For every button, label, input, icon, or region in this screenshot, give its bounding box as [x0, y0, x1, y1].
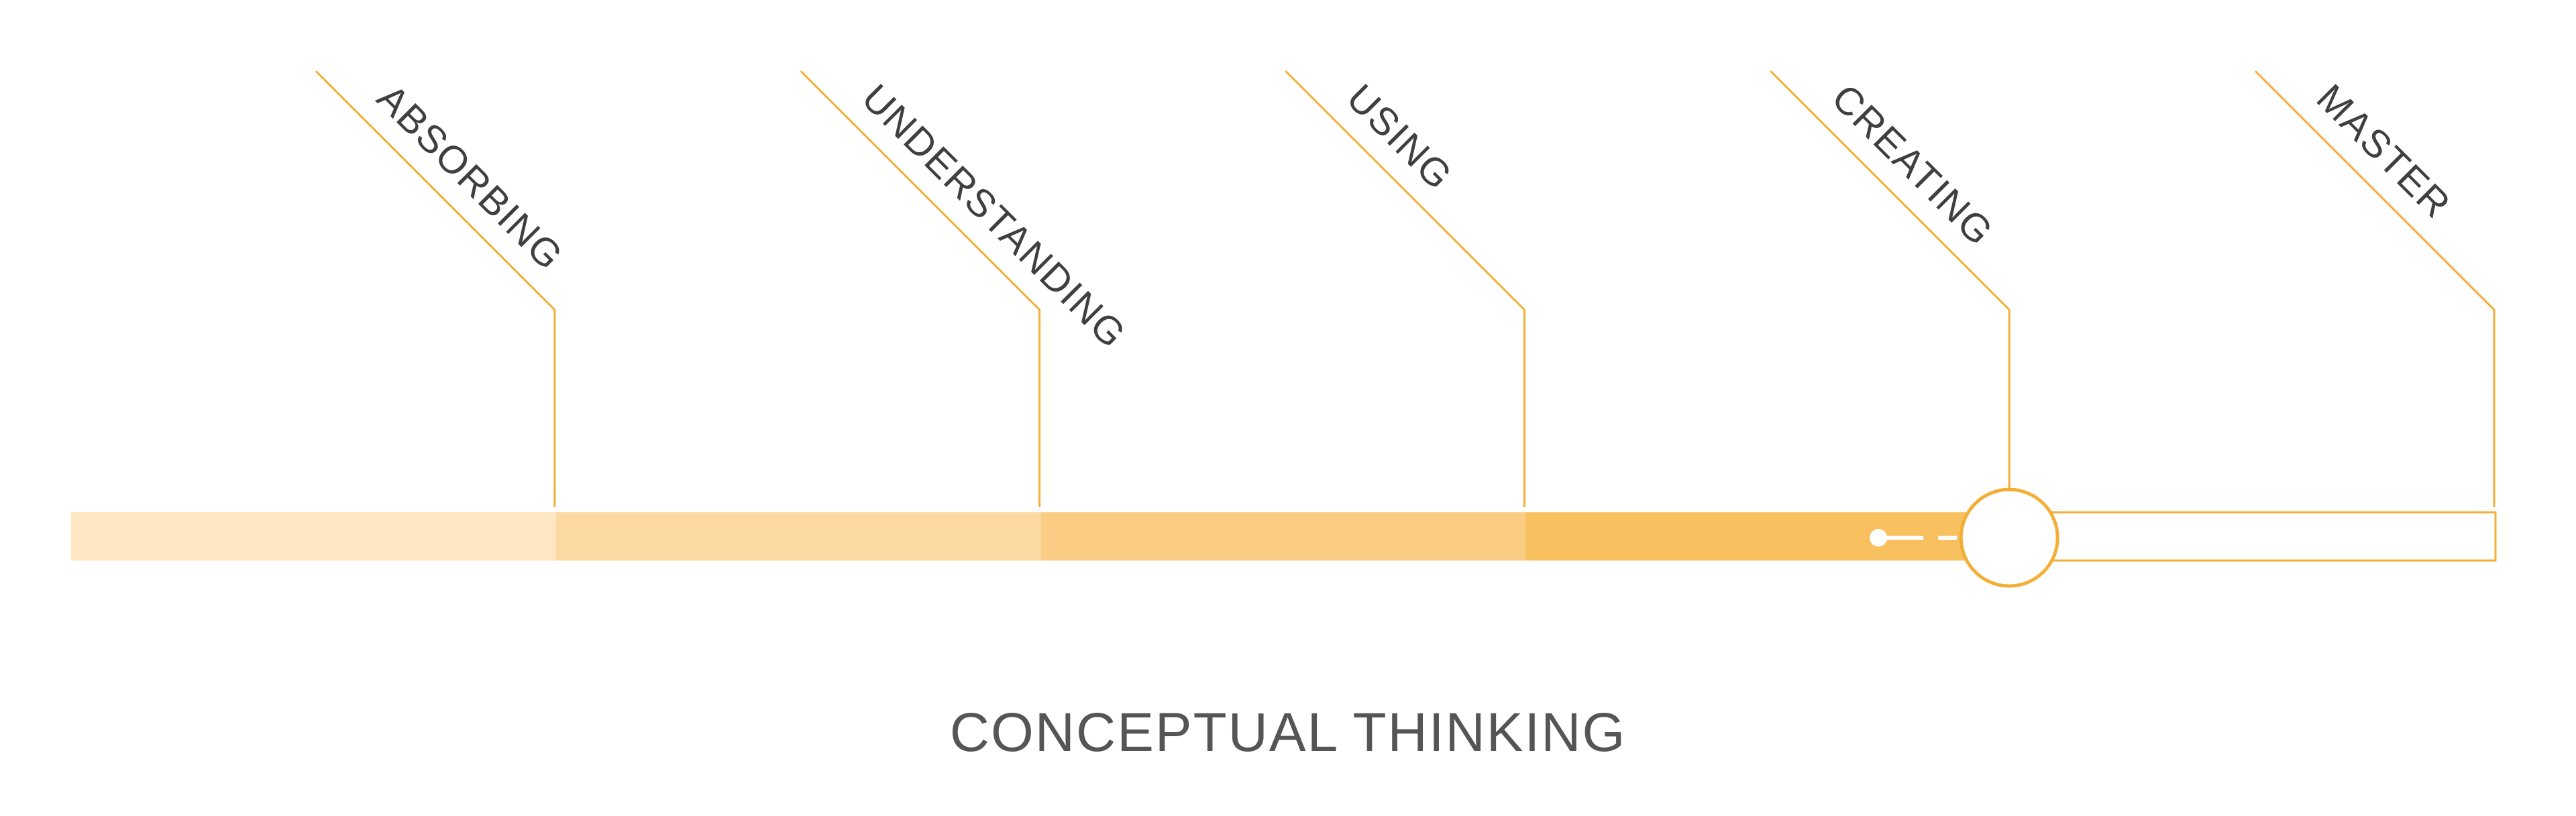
- stage-label-master: MASTER: [2308, 76, 2459, 227]
- bar-segment-creating: [1525, 512, 2011, 561]
- callout-line-using: [1285, 70, 1525, 507]
- callout-line-absorbing: [315, 70, 556, 507]
- bar-segment-understanding: [555, 512, 1041, 561]
- callout-line-master: [2254, 70, 2496, 507]
- stage-label-absorbing: ABSORBING: [369, 76, 572, 279]
- progress-marker-icon: [1959, 487, 2059, 588]
- bar-segment-absorbing: [71, 512, 556, 561]
- stage-label-creating: CREATING: [1823, 76, 2002, 254]
- diagram-title: CONCEPTUAL THINKING: [949, 702, 1627, 763]
- callout-line-understanding: [800, 70, 1041, 507]
- stage-label-understanding: UNDERSTANDING: [853, 76, 1134, 357]
- bar-segment-using: [1040, 512, 1526, 561]
- bar-segment-master: [2009, 511, 2497, 562]
- stage-label-using: USING: [1338, 76, 1461, 198]
- callout-line-creating: [1770, 70, 2010, 507]
